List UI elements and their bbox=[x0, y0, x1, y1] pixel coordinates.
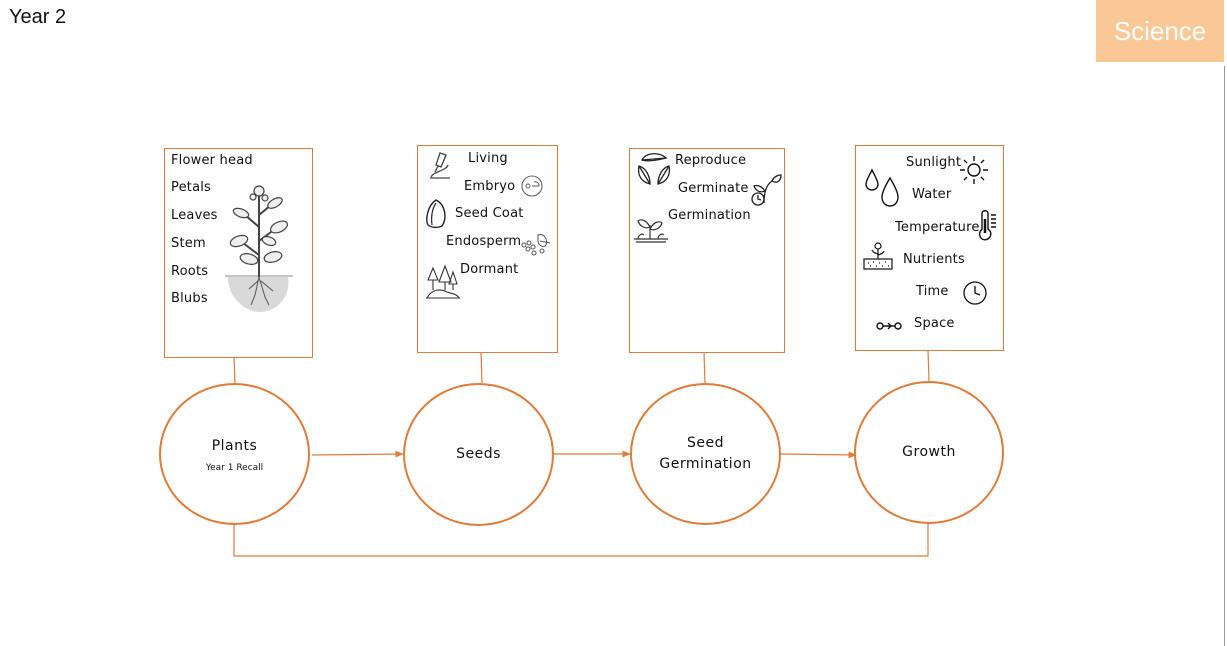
list-item: Dormant bbox=[460, 262, 519, 277]
embryo-icon bbox=[521, 175, 543, 197]
endosperm-icon bbox=[521, 234, 551, 256]
growth-circle: Growth bbox=[854, 381, 1004, 524]
clock-icon bbox=[963, 281, 987, 305]
list-item: Time bbox=[916, 284, 949, 299]
forest-icon bbox=[426, 264, 460, 299]
water-drops-icon bbox=[865, 168, 899, 207]
connector-seeds-box bbox=[480, 351, 483, 384]
list-item: Space bbox=[914, 316, 955, 331]
microscope-icon bbox=[430, 152, 450, 179]
connector-plants-box bbox=[233, 356, 236, 384]
plants-box: Flower head Petals Leaves Stem Roots Blu… bbox=[164, 148, 313, 358]
list-item: Leaves bbox=[171, 208, 218, 223]
list-item: Temperature bbox=[895, 220, 980, 235]
space-arrow-icon bbox=[876, 322, 902, 330]
list-item: Stem bbox=[171, 236, 206, 251]
thermometer-icon bbox=[978, 210, 996, 241]
germination-circle: Seed Germination bbox=[630, 383, 781, 525]
list-item: Germination bbox=[668, 208, 751, 223]
seeds-circle: Seeds bbox=[403, 383, 554, 526]
growth-box: Sunlight Water Temperature Nutrients Tim… bbox=[855, 145, 1004, 351]
plant-with-roots-icon bbox=[225, 185, 293, 312]
plants-circle-subtitle: Year 1 Recall bbox=[205, 462, 264, 473]
list-item: Embryo bbox=[464, 179, 516, 194]
list-item: Germinate bbox=[678, 181, 749, 196]
list-item: Flower head bbox=[171, 153, 253, 168]
seedling-soil-icon bbox=[634, 219, 668, 243]
list-item: Living bbox=[468, 151, 508, 166]
list-item: Petals bbox=[171, 180, 212, 195]
germination-circle-title-line2: Germination bbox=[659, 456, 752, 472]
plants-circle: Plants Year 1 Recall bbox=[159, 383, 310, 525]
leaves-cycle-icon bbox=[637, 153, 671, 185]
germination-circle-title-line1: Seed bbox=[687, 435, 724, 451]
list-item: Seed Coat bbox=[455, 206, 524, 221]
sun-icon bbox=[960, 156, 988, 184]
growth-circle-title: Growth bbox=[902, 444, 956, 460]
germination-box: Reproduce Germinate Germination bbox=[629, 148, 785, 353]
sprout-clock-icon bbox=[751, 174, 782, 206]
year-label: Year 2 bbox=[9, 6, 67, 28]
connector-germination-box bbox=[703, 351, 706, 384]
list-item: Roots bbox=[171, 264, 209, 279]
list-item: Sunlight bbox=[906, 155, 962, 170]
list-item: Reproduce bbox=[675, 153, 747, 168]
arrow-germination-to-growth bbox=[780, 451, 857, 459]
list-item: Blubs bbox=[171, 291, 208, 306]
list-item: Water bbox=[912, 187, 952, 202]
seed-icon bbox=[426, 199, 446, 229]
seeds-circle-title: Seeds bbox=[456, 446, 501, 462]
subject-badge: Science bbox=[1096, 0, 1224, 62]
list-item: Endosperm bbox=[446, 234, 522, 249]
return-line-growth-to-plants bbox=[233, 523, 929, 557]
seeds-box: Living Embryo Seed Coat Endosperm Dorman… bbox=[417, 145, 558, 353]
arrow-plants-to-seeds bbox=[311, 450, 404, 458]
plants-circle-title: Plants bbox=[211, 437, 258, 454]
connector-growth-box bbox=[927, 349, 930, 382]
soil-plant-icon bbox=[863, 242, 893, 270]
page-edge-line bbox=[1224, 66, 1225, 646]
list-item: Nutrients bbox=[903, 252, 965, 267]
